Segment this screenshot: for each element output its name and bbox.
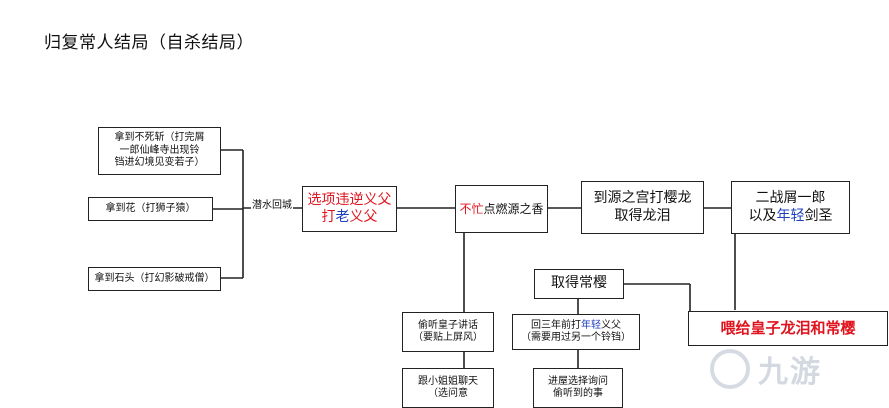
node-everblossom: 取得常樱 — [534, 269, 624, 299]
page-title: 归复常人结局（自杀结局） — [44, 33, 254, 53]
node-fountainhead: 到源之宫打樱龙 取得龙泪 — [581, 181, 704, 234]
watermark-text: 九游 — [758, 355, 822, 390]
node-text-line: （需要用过另一个铃铛） — [521, 332, 631, 343]
node-text-line: （选问意 — [428, 388, 468, 399]
node-text-line: 进屋选择询问 — [548, 375, 608, 387]
node-text-line: 打老义父 — [321, 209, 378, 225]
node-second-duel: 二战屑一郎 以及年轻剑圣 — [731, 181, 850, 234]
node-text-line: 回三年前打年轻义父 — [531, 319, 621, 331]
node-stone: 拿到石头（打幻影破戒僧） — [88, 267, 221, 291]
watermark-logo-icon — [710, 349, 750, 389]
node-chat-girl: 跟小姐姐聊天 （选问意 — [402, 368, 494, 408]
node-text-line: 偷听到的事 — [553, 388, 603, 399]
node-enter-room: 进屋选择询问 偷听到的事 — [533, 368, 623, 408]
node-text-line: 以及年轻剑圣 — [748, 207, 833, 224]
node-text-line: 一郎仙峰寺出现铃 — [119, 144, 200, 156]
node-flower: 拿到花（打狮子猿） — [88, 197, 213, 221]
node-incense: 不忙点燃源之香 — [455, 185, 548, 233]
node-text-line: 偷听皇子讲话 — [418, 319, 478, 331]
node-three-years-ago: 回三年前打年轻义父 （需要用过另一个铃铛） — [512, 314, 640, 350]
node-text-line: 选项违逆义父 — [307, 191, 392, 208]
node-text-line: 铛进幻境见变若子） — [114, 157, 205, 169]
node-text-line: 到源之宫打樱龙 — [593, 190, 692, 206]
node-betray-father: 选项违逆义父 打老义父 — [302, 186, 397, 232]
node-immortal-sword: 拿到不死斩（打完屑 一郎仙峰寺出现铃 铛进幻境见变若子） — [98, 127, 221, 175]
watermark: 九游 — [710, 342, 880, 396]
node-text-line: （要贴上屏风） — [413, 332, 483, 343]
node-text-line: 拿到不死斩（打完屑 — [114, 132, 205, 144]
node-text-line: 跟小姐姐聊天 — [418, 375, 478, 387]
link-label: 潜水回城 — [251, 196, 293, 211]
node-feed-prince: 喂给皇子龙泪和常樱 — [688, 311, 888, 346]
node-text-line: 取得龙泪 — [614, 207, 671, 224]
node-eavesdrop: 偷听皇子讲话 （要贴上屏风） — [402, 312, 494, 352]
node-text-line: 二战屑一郎 — [755, 190, 826, 206]
